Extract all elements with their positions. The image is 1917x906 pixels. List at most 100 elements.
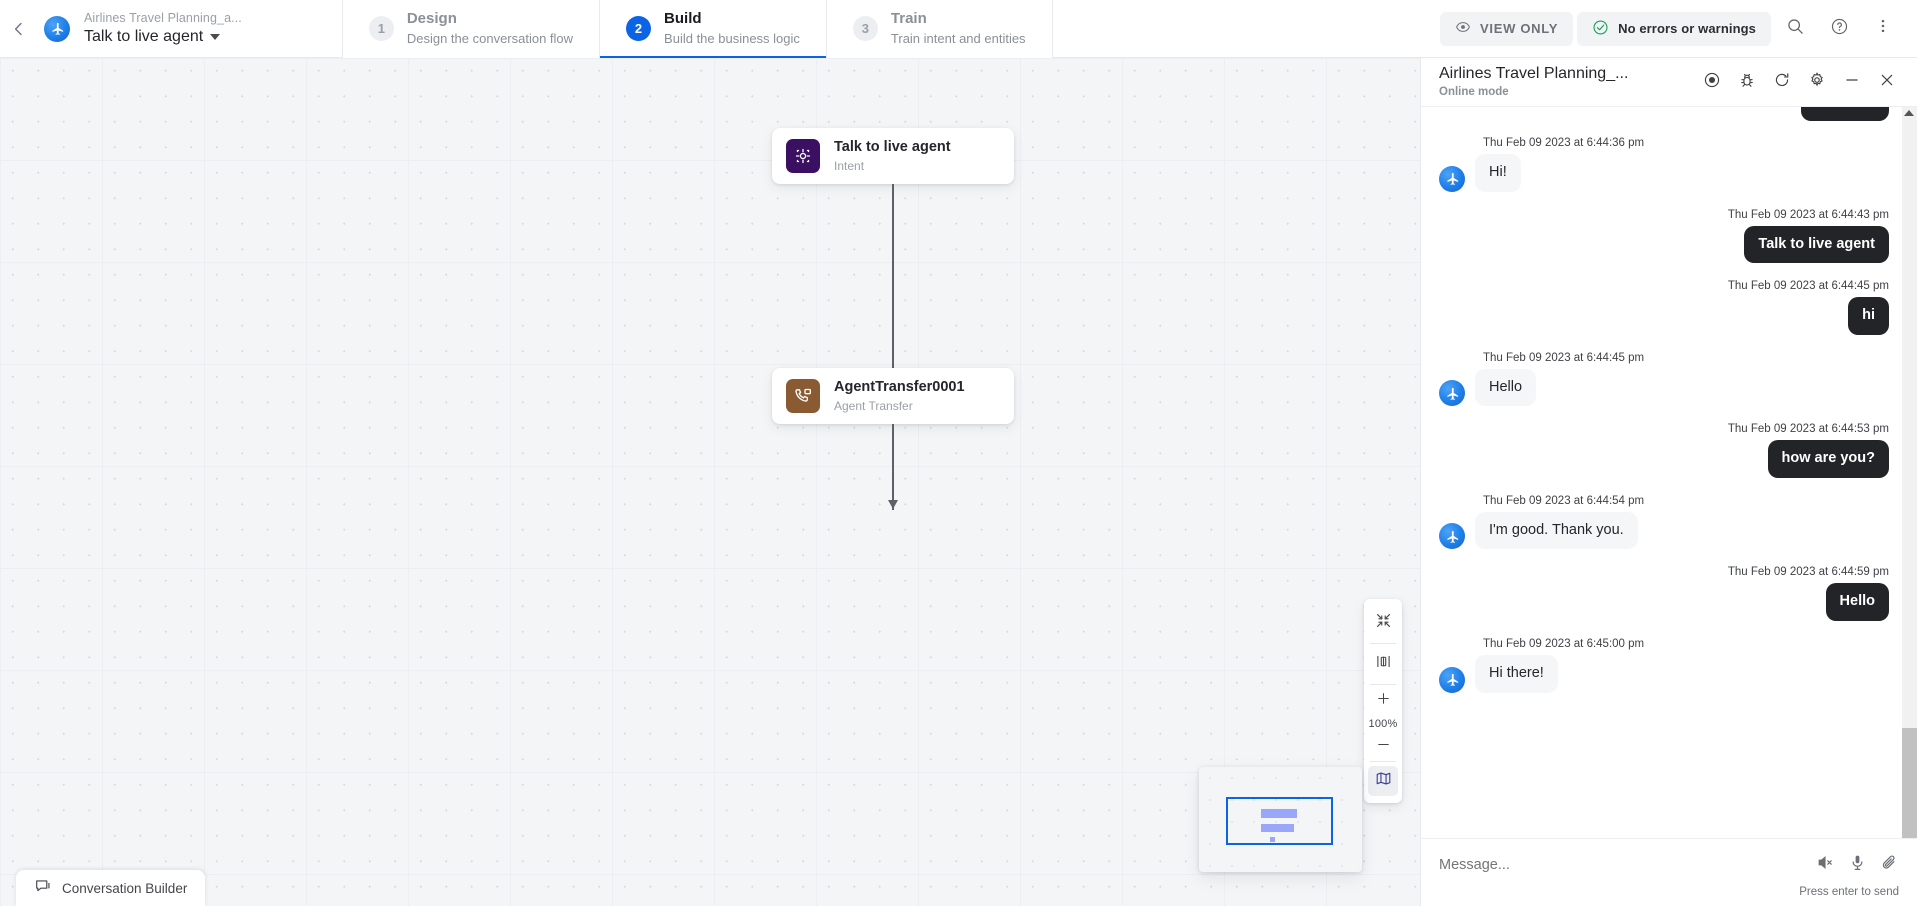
step-title: Design	[406, 10, 457, 27]
back-button[interactable]	[0, 0, 38, 58]
message-timestamp: Thu Feb 09 2023 at 6:44:59 pm	[1727, 566, 1889, 579]
step-title: Train	[890, 10, 927, 27]
microphone-button[interactable]	[1848, 853, 1867, 877]
minimap-node	[1270, 837, 1275, 842]
minimap-viewport[interactable]	[1226, 797, 1333, 845]
search-button[interactable]	[1775, 9, 1815, 49]
bug-icon	[1738, 71, 1756, 94]
attach-button[interactable]	[1880, 853, 1899, 877]
settings-button[interactable]	[1801, 66, 1833, 98]
more-options-button[interactable]	[1863, 9, 1903, 49]
zoom-in-button[interactable]	[1364, 685, 1402, 717]
airplane-logo-icon	[44, 15, 70, 42]
zoom-level-label: 100%	[1368, 718, 1398, 730]
check-circle-icon	[1592, 19, 1609, 39]
avatar	[1439, 165, 1465, 192]
chat-preview-panel: Airlines Travel Planning_... Online mode	[1420, 58, 1917, 906]
message-bubble: Hello	[1825, 583, 1889, 621]
minimap-node	[1261, 809, 1297, 818]
avatar	[1439, 380, 1465, 407]
chevron-left-icon	[11, 21, 27, 37]
chat-bubble-icon	[34, 877, 52, 900]
chat-input-area: Press enter to send	[1421, 838, 1917, 906]
message-row: Thu Feb 09 2023 at 6:44:36 pm Hi!	[1439, 137, 1889, 209]
canvas-minimap[interactable]	[1199, 767, 1362, 872]
tab-train[interactable]: 3 Train Train intent and entities	[825, 0, 1053, 58]
flow-name: Talk to live agent	[84, 28, 204, 45]
plus-icon	[1376, 691, 1391, 711]
chat-scrollbar[interactable]	[1902, 107, 1917, 838]
minimize-icon	[1843, 71, 1861, 94]
fit-screen-icon	[1375, 612, 1392, 634]
message-timestamp: Thu Feb 09 2023 at 6:44:43 pm	[1727, 208, 1889, 221]
chat-mode-label: Online mode	[1439, 85, 1509, 98]
status-badge[interactable]: No errors or warnings	[1577, 11, 1771, 46]
toggle-minimap-button[interactable]	[1368, 766, 1398, 796]
flow-node-talk-to-live-agent[interactable]: Talk to live agent Intent	[772, 128, 1014, 184]
message-bubble: I'm good. Thank you.	[1475, 511, 1638, 550]
more-vertical-icon	[1874, 17, 1892, 40]
zoom-out-button[interactable]	[1364, 733, 1402, 761]
message-bubble: Hi!	[1475, 154, 1521, 192]
debug-button[interactable]	[1731, 66, 1763, 98]
chat-message-list[interactable]: Thu Feb 09 2023 at 6:44:36 pm Hi! Thu Fe…	[1421, 107, 1917, 838]
tab-design[interactable]: 1 Design Design the conversation flow	[341, 0, 600, 58]
tab-build[interactable]: 2 Build Build the business logic	[599, 0, 826, 59]
caret-down-icon[interactable]	[210, 34, 221, 40]
avatar	[1439, 666, 1465, 693]
conversation-builder-label: Conversation Builder	[62, 880, 188, 896]
message-timestamp: Thu Feb 09 2023 at 6:45:00 pm	[1483, 637, 1645, 650]
chat-title: Airlines Travel Planning_...	[1439, 65, 1629, 83]
align-nodes-button[interactable]	[1364, 644, 1402, 684]
chat-header: Airlines Travel Planning_... Online mode	[1421, 58, 1917, 107]
scroll-up-arrow-icon[interactable]	[1904, 110, 1914, 116]
message-bubble: hi	[1848, 297, 1889, 335]
message-row: Thu Feb 09 2023 at 6:44:59 pm Hello	[1439, 566, 1889, 638]
step-number: 1	[368, 16, 394, 41]
message-bubble: Hello	[1475, 368, 1537, 407]
top-bar: Airlines Travel Planning_a... Talk to li…	[0, 0, 1917, 59]
refresh-icon	[1773, 71, 1791, 94]
speaker-muted-icon	[1816, 853, 1835, 877]
mute-speaker-button[interactable]	[1816, 853, 1835, 877]
send-hint: Press enter to send	[1799, 886, 1899, 898]
minimize-button[interactable]	[1836, 66, 1868, 98]
conversation-builder-footer[interactable]: Conversation Builder	[16, 870, 206, 906]
message-timestamp: Thu Feb 09 2023 at 6:44:54 pm	[1483, 494, 1645, 507]
phone-transfer-icon	[786, 379, 820, 413]
minus-icon	[1376, 737, 1391, 757]
record-button[interactable]	[1696, 66, 1728, 98]
scrollbar-thumb[interactable]	[1902, 728, 1917, 838]
node-subtitle: Agent Transfer	[834, 399, 913, 413]
step-number: 2	[626, 16, 652, 41]
help-button[interactable]	[1819, 9, 1859, 49]
message-row: Thu Feb 09 2023 at 6:45:00 pm Hi there!	[1439, 638, 1889, 710]
message-bubble: Hi there!	[1475, 654, 1558, 693]
eye-icon	[1455, 19, 1471, 38]
canvas-toolbar: 100%	[1364, 599, 1402, 803]
close-icon	[1878, 71, 1896, 94]
fit-to-screen-button[interactable]	[1364, 603, 1402, 643]
flow-canvas[interactable]: Talk to live agent Intent AgentTransfer0…	[0, 58, 1420, 906]
top-right-controls: VIEW ONLY No errors or warnings	[1440, 9, 1917, 49]
message-bubble: Talk to live agent	[1744, 225, 1889, 264]
step-desc: Build the business logic	[664, 30, 800, 46]
close-button[interactable]	[1871, 66, 1903, 98]
step-title: Build	[664, 10, 702, 27]
microphone-icon	[1848, 853, 1867, 877]
step-desc: Train intent and entities	[890, 30, 1026, 46]
message-timestamp: Thu Feb 09 2023 at 6:44:53 pm	[1727, 423, 1889, 436]
paperclip-icon	[1880, 853, 1899, 877]
message-timestamp: Thu Feb 09 2023 at 6:44:45 pm	[1483, 351, 1645, 364]
flow-node-agent-transfer[interactable]: AgentTransfer0001 Agent Transfer	[772, 368, 1014, 424]
message-row: Thu Feb 09 2023 at 6:44:43 pm Talk to li…	[1439, 209, 1889, 281]
view-only-badge[interactable]: VIEW ONLY	[1440, 11, 1574, 46]
message-bubble: how are you?	[1767, 440, 1889, 478]
node-subtitle: Intent	[834, 159, 865, 173]
record-circle-icon	[1703, 71, 1721, 94]
message-input[interactable]	[1439, 857, 1816, 873]
intent-target-icon	[786, 139, 820, 173]
message-timestamp: Thu Feb 09 2023 at 6:44:45 pm	[1727, 280, 1889, 293]
refresh-button[interactable]	[1766, 66, 1798, 98]
step-number: 3	[852, 16, 878, 41]
